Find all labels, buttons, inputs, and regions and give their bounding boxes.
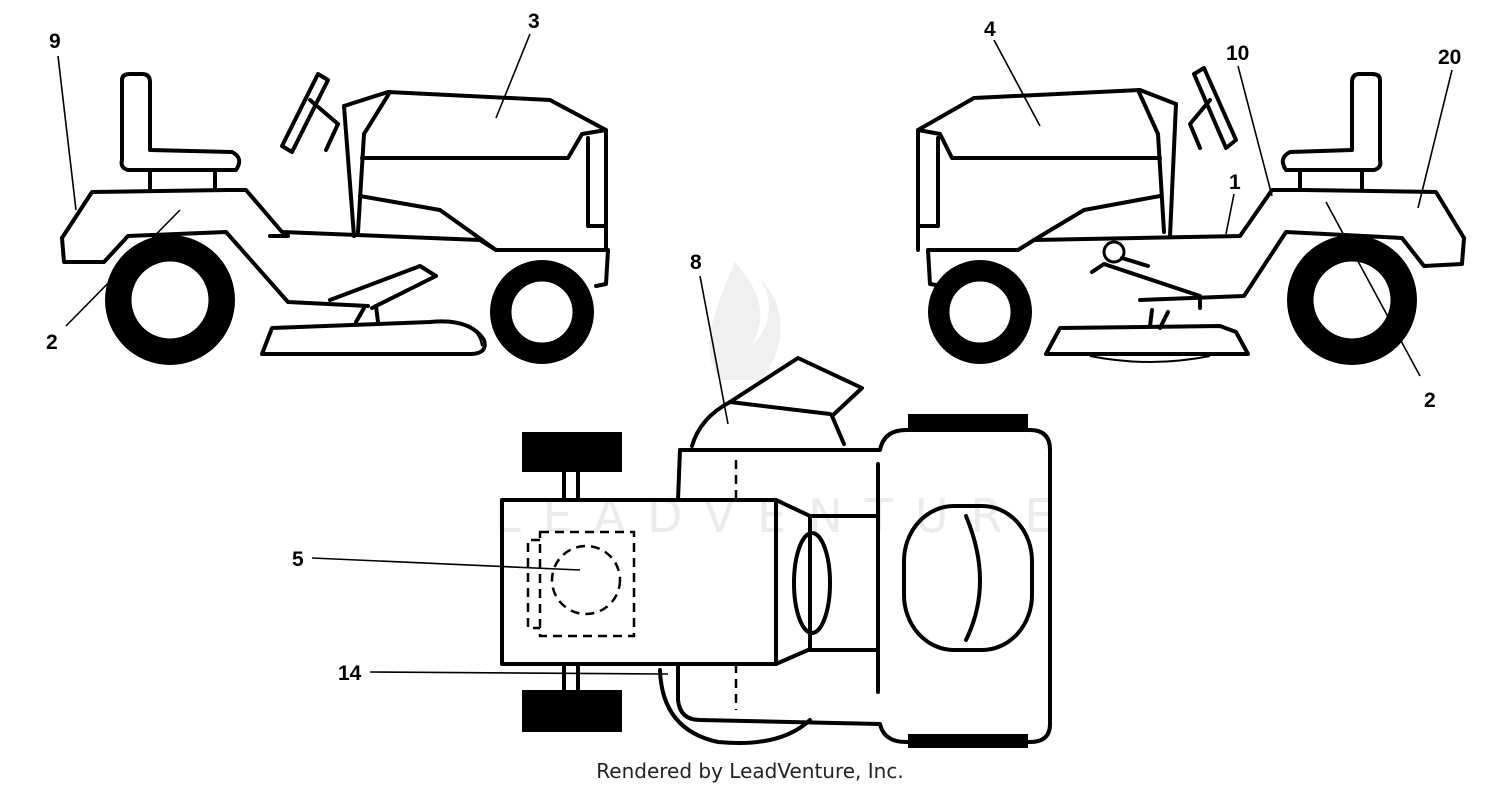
- leader-lines: [57, 33, 1453, 675]
- callout-3: 3: [528, 10, 540, 33]
- callout-5: 5: [292, 548, 304, 571]
- callout-numbers: 9 2 3 4 10 20 1 2 8 5 14: [46, 10, 1461, 685]
- watermark-text: LEADVENTURE: [495, 489, 1076, 543]
- callout-2-left: 2: [46, 331, 58, 354]
- right-side-view-tractor: [916, 66, 1466, 365]
- callout-9: 9: [49, 30, 61, 53]
- callout-4: 4: [984, 18, 996, 41]
- callout-20: 20: [1438, 46, 1461, 69]
- callout-10: 10: [1226, 42, 1249, 65]
- callout-2-right: 2: [1424, 389, 1436, 412]
- top-view-tractor: [500, 356, 1052, 748]
- left-side-view-tractor: [60, 72, 610, 365]
- callout-1: 1: [1229, 171, 1241, 194]
- callout-8: 8: [690, 251, 702, 274]
- footer-credit: Rendered by LeadVenture, Inc.: [596, 759, 903, 783]
- callout-14: 14: [338, 662, 362, 685]
